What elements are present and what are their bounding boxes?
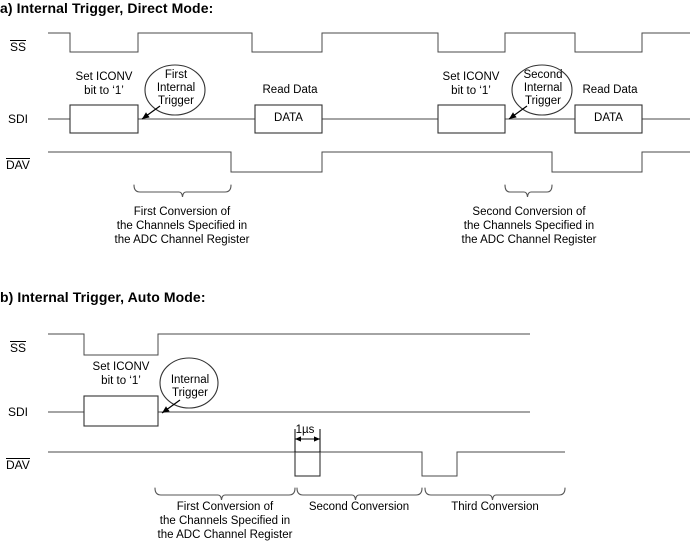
signal-label-ss-a: SS [10, 40, 27, 54]
waveform-ss-b [48, 333, 530, 356]
brace-caption-second-conversion-b: Second Conversion [289, 500, 429, 514]
annotation-set-iconv-2-a-line1: Set ICONV [442, 71, 500, 83]
measurement-label-1us: 1µs [295, 424, 315, 436]
annotation-second-internal-trigger-line3: Trigger [525, 95, 561, 107]
sdi-pulse-box-b-1 [83, 395, 159, 427]
annotation-second-internal-trigger-line2: Internal [523, 82, 563, 94]
sdi-data-box-label-1: DATA [274, 112, 303, 124]
annotation-set-iconv-1-a: Set ICONV bit to ‘1’ [62, 70, 146, 98]
signal-label-dav-b: DAV [6, 458, 30, 472]
first-internal-trigger-ellipse [144, 64, 206, 116]
second-internal-trigger-arrow [508, 105, 528, 120]
brace-caption-second-conversion-a-line2: the Channels Specified in [463, 220, 595, 232]
signal-label-sdi-b-text: SDI [8, 405, 29, 419]
brace-first-conversion-b [154, 487, 296, 501]
annotation-internal-trigger-b-line1: Internal [170, 374, 210, 386]
brace-caption-first-conversion-b-line2: the Channels Specified in [159, 515, 291, 527]
annotation-set-iconv-b-line2: bit to ‘1’ [101, 375, 141, 387]
annotation-first-internal-trigger-line2: Internal [156, 82, 196, 94]
annotation-first-internal-trigger-line1: First [164, 69, 188, 81]
annotation-set-iconv-2-a: Set ICONV bit to ‘1’ [429, 70, 513, 98]
second-internal-trigger-ellipse [511, 64, 573, 116]
waveform-sdi-b [48, 395, 530, 427]
internal-trigger-ellipse-b [159, 357, 219, 409]
brace-caption-second-conversion-a: Second Conversion of the Channels Specif… [429, 205, 629, 247]
brace-caption-third-conversion-b: Third Conversion [424, 500, 566, 514]
signal-label-dav-b-text: DAV [6, 458, 30, 472]
waveform-dav-a [48, 151, 690, 173]
sdi-pulse-box-a-1 [69, 104, 139, 134]
section-a-title: a) Internal Trigger, Direct Mode: [0, 0, 214, 16]
brace-caption-first-conversion-b-line1: First Conversion of [176, 501, 274, 513]
brace-caption-first-conversion-a-line3: the ADC Channel Register [114, 234, 250, 246]
brace-caption-second-conversion-a-line1: Second Conversion of [472, 206, 586, 218]
brace-second-conversion-b [296, 487, 423, 501]
brace-second-conversion-a [504, 184, 553, 198]
brace-caption-second-conversion-b-line1: Second Conversion [308, 501, 410, 513]
annotation-read-data-2-text: Read Data [582, 84, 638, 96]
sdi-pulse-box-a-2 [437, 104, 506, 134]
annotation-set-iconv-2-a-line2: bit to ‘1’ [451, 85, 491, 97]
annotation-first-internal-trigger-line3: Trigger [158, 95, 194, 107]
annotation-internal-trigger-b: Internal Trigger [159, 374, 221, 400]
signal-label-ss-a-text: SS [10, 40, 27, 54]
annotation-internal-trigger-b-line2: Trigger [172, 387, 208, 399]
annotation-second-internal-trigger-line1: Second [523, 69, 563, 81]
brace-caption-third-conversion-b-line1: Third Conversion [451, 501, 539, 513]
brace-caption-first-conversion-b: First Conversion of the Channels Specifi… [125, 500, 325, 542]
brace-first-conversion-a [133, 184, 232, 198]
waveform-sdi-a [48, 104, 690, 134]
brace-caption-first-conversion-b-line3: the ADC Channel Register [157, 529, 293, 541]
brace-caption-first-conversion-a: First Conversion of the Channels Specifi… [82, 205, 282, 247]
internal-trigger-arrow-b [161, 399, 181, 414]
dav-pulse-box-b-1 [294, 451, 321, 477]
annotation-second-internal-trigger: Second Internal Trigger [512, 69, 574, 108]
annotation-set-iconv-1-a-line2: bit to ‘1’ [84, 85, 124, 97]
brace-caption-first-conversion-a-line2: the Channels Specified in [116, 220, 248, 232]
annotation-read-data-1-text: Read Data [262, 84, 318, 96]
sdi-data-box-label-2: DATA [594, 112, 623, 124]
first-internal-trigger-arrow [141, 105, 161, 120]
waveform-ss-a [48, 32, 690, 53]
annotation-set-iconv-b-line1: Set ICONV [92, 361, 150, 373]
section-b-title: b) Internal Trigger, Auto Mode: [0, 289, 206, 305]
signal-label-sdi-a-text: SDI [8, 112, 29, 126]
brace-third-conversion-b [424, 487, 566, 501]
signal-label-sdi-b: SDI [8, 405, 28, 419]
brace-caption-first-conversion-a-line1: First Conversion of [133, 206, 231, 218]
sdi-data-box-a-1 [254, 104, 323, 134]
signal-label-ss-b: SS [10, 341, 27, 355]
annotation-set-iconv-b: Set ICONV bit to ‘1’ [79, 360, 163, 388]
signal-label-dav-a-text: DAV [6, 158, 30, 172]
annotation-read-data-1: Read Data [245, 83, 335, 97]
annotation-read-data-2: Read Data [565, 83, 655, 97]
annotation-first-internal-trigger: First Internal Trigger [145, 69, 207, 108]
signal-label-sdi-a: SDI [8, 112, 28, 126]
sdi-data-box-a-2 [574, 104, 643, 134]
brace-caption-second-conversion-a-line3: the ADC Channel Register [461, 234, 597, 246]
signal-label-dav-a: DAV [6, 158, 30, 172]
annotation-set-iconv-1-a-line1: Set ICONV [75, 71, 133, 83]
waveform-dav-b [48, 451, 565, 477]
signal-label-ss-b-text: SS [10, 341, 27, 355]
